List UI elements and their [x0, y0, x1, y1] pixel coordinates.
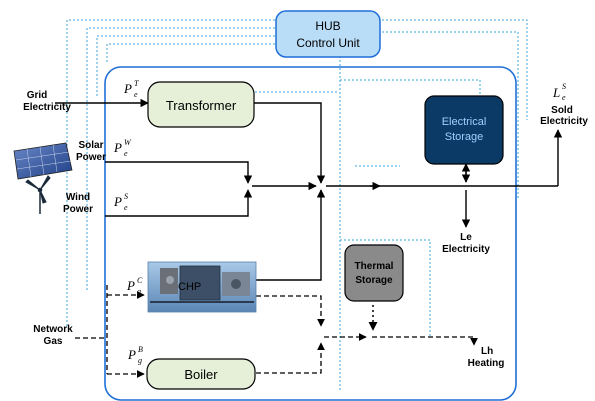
svg-text:e: e [124, 149, 128, 158]
symbol-p-s: P S e [113, 192, 128, 212]
control-lines [66, 19, 528, 392]
grid-label-line2: Electricity [23, 102, 71, 113]
svg-text:P: P [127, 347, 136, 362]
svg-text:P: P [113, 140, 122, 155]
lh-label-line2: Heating [468, 358, 505, 369]
transformer-block [147, 81, 255, 128]
svg-text:e: e [562, 93, 566, 102]
boiler-label: Boiler [184, 367, 218, 382]
solar-label-line2: Power [76, 152, 106, 163]
wind-label-line1: Wind [66, 192, 90, 203]
chp-image [147, 261, 257, 313]
electrical-lines [55, 98, 563, 281]
svg-text:S: S [124, 192, 128, 201]
gas-label-line2: Gas [44, 336, 63, 347]
svg-text:C: C [137, 276, 143, 285]
symbol-p-b: P B g [127, 345, 143, 365]
gas-label-line1: Network [33, 324, 73, 335]
svg-text:T: T [134, 79, 139, 88]
wind-label-line2: Power [63, 204, 93, 215]
solar-label-line1: Solar [78, 140, 103, 151]
thermal-storage-line2: Storage [355, 275, 393, 286]
solar-panel-icon [13, 142, 73, 180]
svg-text:P: P [123, 81, 132, 96]
svg-text:P: P [113, 194, 122, 209]
svg-text:e: e [134, 90, 138, 99]
chp-label: CHP [178, 281, 201, 293]
gas-heat-lines [75, 285, 478, 378]
le-label-line2: Electricity [442, 244, 490, 255]
thermal-storage-block [344, 244, 404, 302]
thermal-storage-line1: Thermal [355, 261, 394, 272]
sold-label-line2: Electricity [540, 116, 588, 127]
lh-label-line1: Lh [481, 346, 493, 357]
svg-text:W: W [124, 138, 132, 147]
svg-text:g: g [138, 356, 142, 365]
transformer-label: Transformer [166, 98, 237, 113]
hub-frame [104, 66, 517, 401]
electrical-storage-line1: Electrical [442, 116, 487, 128]
hub-label-line2: Control Unit [296, 36, 360, 50]
symbol-l-s: L S e [552, 82, 566, 102]
hub-control-unit [275, 10, 381, 58]
boiler-block [146, 358, 256, 390]
sold-label-line1: Sold [551, 105, 573, 116]
grid-label-line1: Grid [27, 90, 48, 101]
le-label-line1: Le [460, 232, 472, 243]
electrical-storage-line2: Storage [445, 131, 484, 143]
svg-text:e: e [124, 203, 128, 212]
svg-text:P: P [126, 278, 135, 293]
svg-text:g: g [137, 287, 141, 296]
symbol-p-w: P W e [113, 138, 132, 158]
hub-label-line1: HUB [315, 19, 340, 33]
svg-text:L: L [552, 85, 560, 100]
electrical-storage-block [424, 95, 504, 165]
symbol-p-c: P C g [126, 276, 143, 296]
wind-turbine-icon [25, 175, 51, 214]
svg-text:S: S [562, 82, 566, 91]
symbol-p-t: P T e [123, 79, 139, 99]
svg-text:B: B [138, 345, 143, 354]
